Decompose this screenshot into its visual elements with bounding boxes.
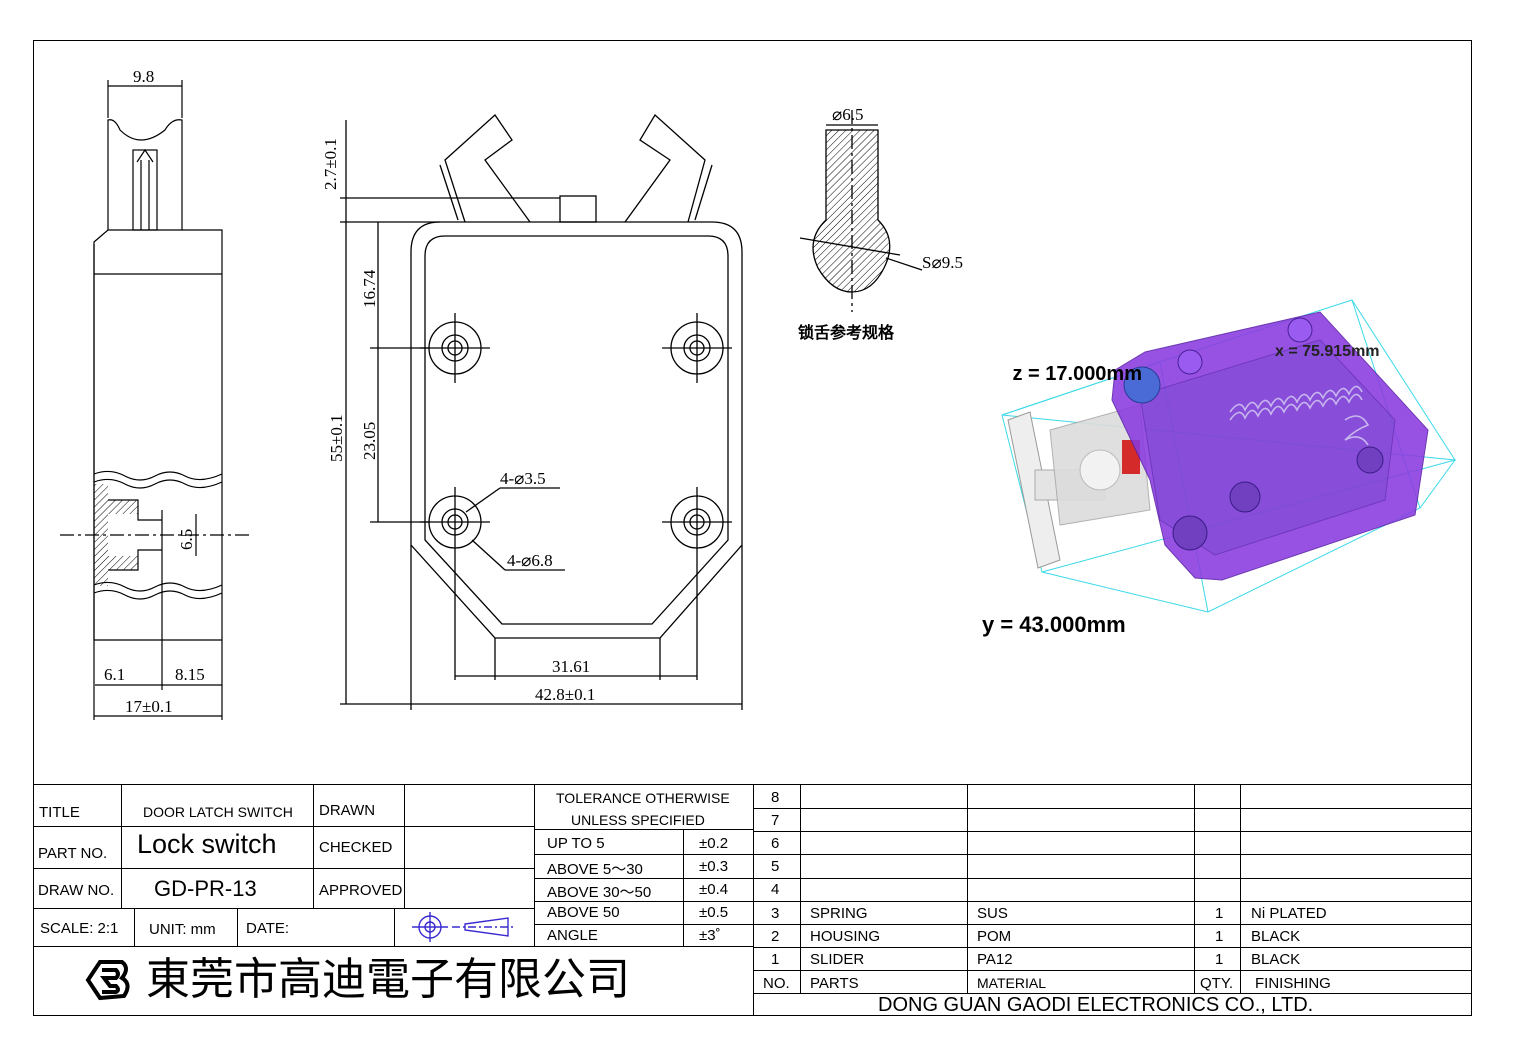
dim-hole-dia: 6.5 bbox=[177, 529, 196, 550]
date-label: DATE: bbox=[246, 920, 290, 937]
company-logo-icon bbox=[85, 960, 130, 1001]
dim-total-width: 42.8±0.1 bbox=[535, 685, 595, 704]
dim-top-width: 9.8 bbox=[133, 67, 154, 86]
bom-qty-cell: 1 bbox=[1215, 905, 1224, 922]
bom-no-cell: 5 bbox=[771, 858, 780, 875]
front-view bbox=[340, 113, 743, 710]
tolerance-value: ±0.2 bbox=[699, 835, 729, 852]
part-no-label: PART NO. bbox=[38, 845, 108, 862]
tolerance-value: ±0.3 bbox=[699, 858, 729, 875]
bom-qty-cell: 1 bbox=[1215, 951, 1224, 968]
tolerance-range: ABOVE 30～50 bbox=[547, 884, 652, 901]
tolerance-header-2: UNLESS SPECIFIED bbox=[571, 812, 705, 828]
bom-no-cell: 2 bbox=[771, 928, 780, 945]
dim-latch-height: 2.7±0.1 bbox=[321, 138, 340, 190]
bom-material-cell: SUS bbox=[977, 905, 1008, 922]
side-view bbox=[60, 80, 250, 720]
model-x-dimension: x = 75.915mm bbox=[1275, 343, 1380, 360]
projection-symbol-icon bbox=[412, 912, 516, 942]
bom-material-cell: PA12 bbox=[977, 951, 1013, 968]
unit-label: UNIT: mm bbox=[149, 921, 216, 938]
scale-label: SCALE: 2:1 bbox=[40, 920, 119, 937]
draw-no-value: GD-PR-13 bbox=[154, 876, 257, 901]
dim-counter-bore: 4-⌀6.8 bbox=[507, 551, 553, 570]
dim-hole-spacing: 23.05 bbox=[360, 422, 379, 460]
tolerance-header-1: TOLERANCE OTHERWISE bbox=[556, 790, 730, 806]
tongue-caption: 锁舌参考规格 bbox=[798, 323, 895, 342]
bom-header-parts: PARTS bbox=[810, 975, 859, 992]
company-name-en: DONG GUAN GAODI ELECTRONICS CO., LTD. bbox=[878, 994, 1314, 1016]
tolerance-value: ±0.4 bbox=[699, 881, 729, 898]
bom-finish-cell: BLACK bbox=[1251, 951, 1301, 968]
bom-no-cell: 1 bbox=[771, 951, 780, 968]
title-value: DOOR LATCH SWITCH bbox=[143, 804, 293, 820]
title-label: TITLE bbox=[39, 804, 80, 821]
dim-tongue-dia: ⌀6.5 bbox=[832, 105, 864, 124]
dim-total-height: 55±0.1 bbox=[327, 414, 346, 462]
bom-qty-cell: 1 bbox=[1215, 928, 1224, 945]
model-z-dimension: z = 17.000mm bbox=[1012, 363, 1142, 385]
dim-through-hole: 4-⌀3.5 bbox=[500, 469, 546, 488]
drawing-frame bbox=[33, 40, 1472, 1016]
dim-tongue-sphere: S⌀9.5 bbox=[922, 253, 963, 272]
bom-finish-cell: BLACK bbox=[1251, 928, 1301, 945]
part-no-value: Lock switch bbox=[137, 829, 277, 859]
tolerance-range: ABOVE 5～30 bbox=[547, 861, 643, 878]
draw-no-label: DRAW NO. bbox=[38, 882, 115, 899]
bom-no-cell: 6 bbox=[771, 835, 780, 852]
dim-left-part: 6.1 bbox=[104, 665, 125, 684]
bom-no-cell: 4 bbox=[771, 881, 780, 898]
approved-label: APPROVED bbox=[319, 882, 403, 899]
bom-header-finishing: FINISHING bbox=[1255, 975, 1331, 992]
bom-header-qty: QTY. bbox=[1200, 975, 1234, 992]
dim-total-depth: 17±0.1 bbox=[125, 697, 173, 716]
bom-part-cell: HOUSING bbox=[810, 928, 881, 945]
bom-no-cell: 7 bbox=[771, 812, 780, 829]
dim-bottom-width: 31.61 bbox=[552, 657, 590, 676]
tolerance-value: ±0.5 bbox=[699, 904, 729, 921]
tolerance-value: ±3˚ bbox=[699, 927, 721, 944]
tolerance-range: ANGLE bbox=[547, 927, 598, 944]
tongue-detail bbox=[799, 110, 923, 312]
bom-no-cell: 3 bbox=[771, 905, 780, 922]
drawn-label: DRAWN bbox=[319, 802, 376, 819]
bom-part-cell: SPRING bbox=[810, 905, 868, 922]
tolerance-range: ABOVE 50 bbox=[547, 904, 620, 921]
model-3d-render bbox=[1001, 299, 1457, 613]
bom-part-cell: SLIDER bbox=[810, 951, 865, 968]
bom-header-no: NO. bbox=[763, 975, 790, 992]
dim-upper-spacing: 16.74 bbox=[360, 269, 379, 308]
bom-no-cell: 8 bbox=[771, 789, 780, 806]
tolerance-range: UP TO 5 bbox=[547, 835, 605, 852]
bom-material-cell: POM bbox=[977, 928, 1012, 945]
checked-label: CHECKED bbox=[319, 839, 393, 856]
bom-finish-cell: Ni PLATED bbox=[1251, 905, 1327, 922]
bom-header-material: MATERIAL bbox=[977, 975, 1046, 991]
company-name-cn: 東莞市高迪電子有限公司 bbox=[146, 954, 630, 1005]
dim-right-part: 8.15 bbox=[175, 665, 205, 684]
model-y-dimension: y = 43.000mm bbox=[982, 612, 1126, 637]
